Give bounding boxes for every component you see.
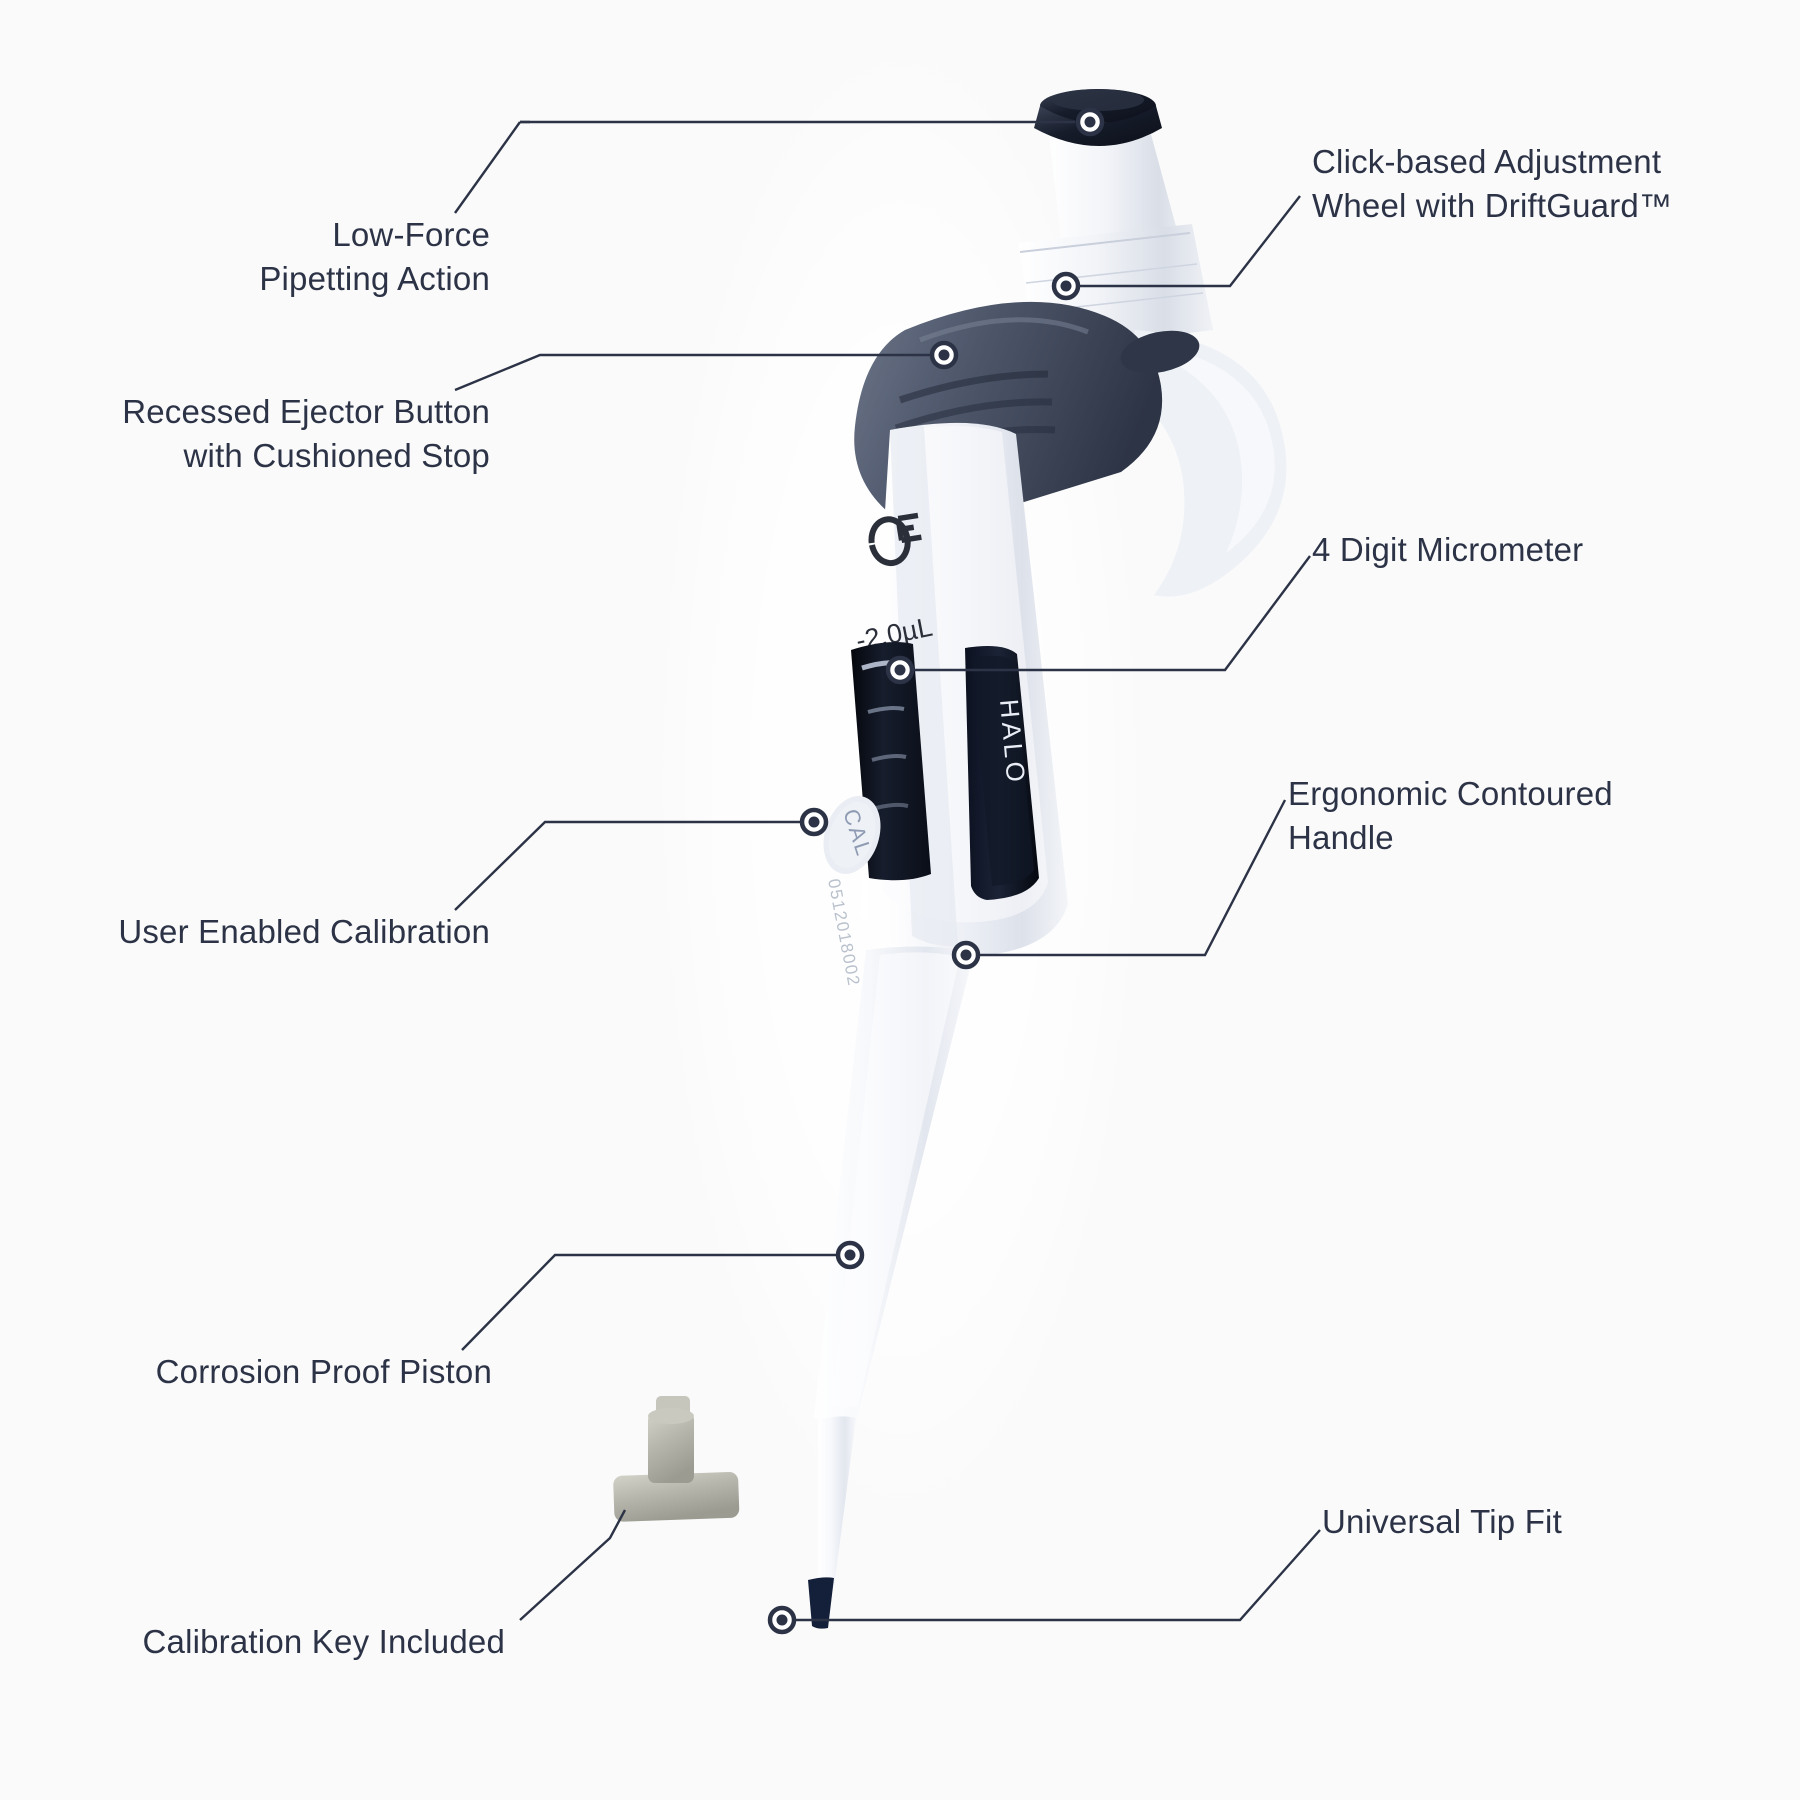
- cal-button: CAL: [823, 796, 881, 874]
- finger-hook: [1124, 330, 1287, 597]
- leader-tip: [795, 1529, 1321, 1622]
- leader-adjustment-wheel: [1075, 195, 1301, 288]
- calibration-key: [613, 1396, 740, 1522]
- pipette-body: -2.0µL HALO CAL 0512018: [823, 422, 1068, 988]
- leader-low-force-diag: [454, 121, 521, 214]
- pipette-tip: [808, 1577, 834, 1629]
- ce-mark: [868, 512, 922, 567]
- callout-corrosion-proof-piston[interactable]: Corrosion Proof Piston: [155, 1353, 492, 1390]
- callout-universal-tip-fit[interactable]: Universal Tip Fit: [1322, 1503, 1562, 1540]
- brand-strip: HALO: [965, 646, 1039, 900]
- callout-click-based-adjustment-wheel[interactable]: Click-based Adjustment Wheel with DriftG…: [1312, 143, 1673, 224]
- pipette-shaft: [808, 946, 974, 1629]
- leader-cal: [454, 820, 800, 911]
- callout-recessed-ejector-button[interactable]: Recessed Ejector Button with Cushioned S…: [122, 393, 490, 474]
- callout-four-digit-micrometer[interactable]: 4 Digit Micrometer: [1312, 531, 1584, 568]
- leader-ejector: [454, 353, 930, 392]
- leader-handle: [978, 799, 1287, 957]
- leader-calibration-key: [519, 1509, 627, 1621]
- leader-micrometer: [912, 555, 1311, 672]
- callout-low-force-pipetting-action[interactable]: Low-Force Pipetting Action: [259, 216, 490, 297]
- leader-piston: [461, 1253, 836, 1351]
- callout-ergonomic-contoured-handle[interactable]: Ergonomic Contoured Handle: [1288, 775, 1613, 856]
- callout-user-enabled-calibration[interactable]: User Enabled Calibration: [118, 913, 490, 950]
- callout-calibration-key-included[interactable]: Calibration Key Included: [142, 1623, 505, 1660]
